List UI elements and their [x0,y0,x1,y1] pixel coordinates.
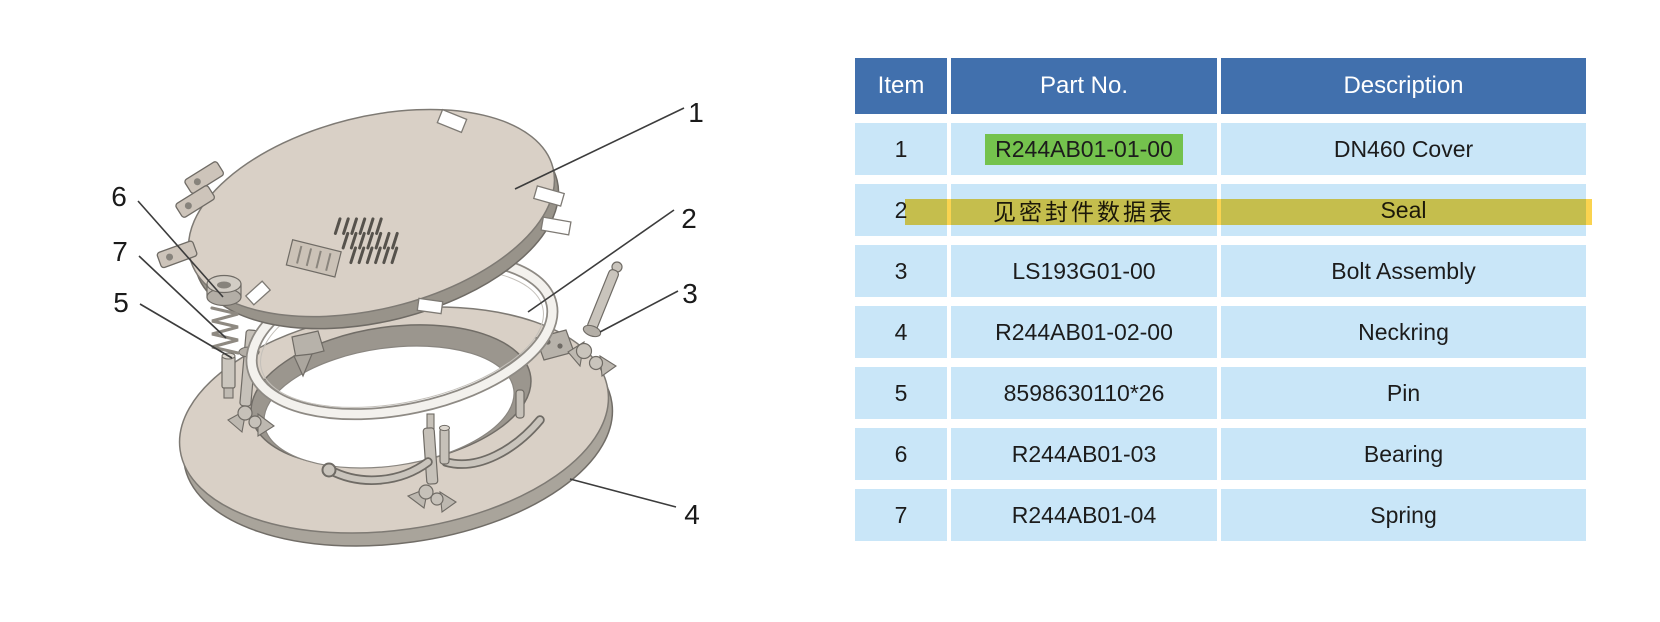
callout-lines [137,107,685,508]
callout-line-3 [599,290,679,333]
callout-label-4: 4 [684,499,700,530]
pin-part [221,352,236,399]
column-header-description: Description [1221,58,1586,114]
part-no-cell: 8598630110*26 [951,367,1217,419]
part-description: Pin [1386,379,1421,406]
bearing-part [206,274,242,307]
cover-name-plate [285,238,342,278]
callout-label-5: 5 [113,287,129,318]
item-number: 7 [894,501,908,528]
link-arms [321,389,545,485]
item-cell: 6 [855,428,947,480]
callout-line-5 [139,303,233,359]
callout-line-2 [527,209,675,313]
part-number: R244AB01-04 [1011,501,1157,528]
part-no-cell: R244AB01-01-00 [951,123,1217,175]
callout-line-1 [514,107,685,190]
part-number: LS193G01-00 [1012,257,1156,284]
flange-bracket-left [291,330,325,378]
cover-vent-grille [333,217,399,265]
part-description: Spring [1370,501,1437,528]
part-number: R244AB01-02-00 [995,318,1173,345]
callout-label-1: 1 [688,97,704,128]
part-no-cell: R244AB01-04 [951,489,1217,541]
callout-line-4 [569,478,677,508]
callout-label-6: 6 [111,181,127,212]
swing-bolt-bottom [406,413,457,513]
exploded-view-diagram: 1 2 3 4 5 6 7 [111,97,704,547]
description-cell: Neckring [1221,306,1586,358]
item-cell: 3 [855,245,947,297]
cover-hinge-lugs [156,161,225,269]
cover-part [156,108,572,330]
item-cell: 7 [855,489,947,541]
part-no-cell: R244AB01-02-00 [951,306,1217,358]
yellow-row-highlight [905,199,1592,225]
item-number: 3 [894,257,908,284]
description-cell: Pin [1221,367,1586,419]
item-cell: 4 [855,306,947,358]
description-cell: Bolt Assembly [1221,245,1586,297]
part-no-cell: R244AB01-03 [951,428,1217,480]
item-cell: 1 [855,123,947,175]
column-header-part-no: Part No. [951,58,1217,114]
callout-line-6 [137,200,224,298]
description-cell: DN460 Cover [1221,123,1586,175]
item-number: 1 [894,135,908,162]
part-description: Bearing [1363,440,1444,467]
description-cell: Spring [1221,489,1586,541]
callout-labels: 1 2 3 4 5 6 7 [111,97,704,530]
part-number: 8598630110*26 [1003,379,1165,406]
part-number: R244AB01-01-00 [985,133,1183,165]
bolt-assembly-part [567,261,623,377]
column-header-item: Item [855,58,947,114]
part-description: Neckring [1358,318,1449,345]
item-cell: 5 [855,367,947,419]
description-cell: Bearing [1221,428,1586,480]
parts-table-wrap: Item Part No. Description 1 R244AB01-01-… [855,58,1592,541]
part-number: R244AB01-03 [1011,440,1157,467]
callout-label-2: 2 [681,203,697,234]
item-number: 4 [894,318,908,345]
callout-label-3: 3 [682,278,698,309]
callout-label-7: 7 [112,236,128,267]
part-description: DN460 Cover [1333,135,1474,162]
callout-line-7 [138,255,227,339]
item-number: 2 [894,196,908,223]
parts-table: Item Part No. Description 1 R244AB01-01-… [855,58,1586,541]
item-number: 6 [894,440,908,467]
spring-part [210,306,240,355]
part-no-cell: LS193G01-00 [951,245,1217,297]
part-description: Bolt Assembly [1331,257,1476,284]
item-number: 5 [894,379,908,406]
